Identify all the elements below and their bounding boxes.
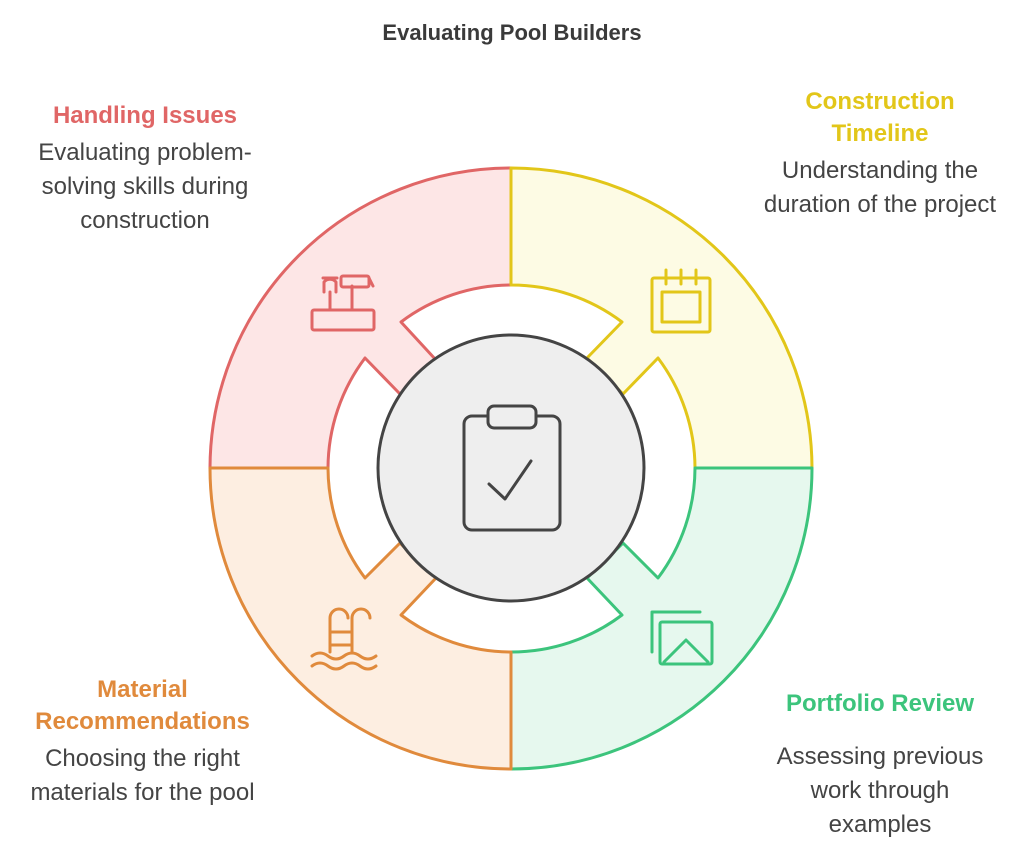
image-gallery-icon [650, 610, 714, 666]
heading-handling: Handling Issues [52, 102, 238, 129]
diagram-title: Evaluating Pool Builders [382, 20, 642, 45]
label-block-portfolio: Portfolio Review Assessing previous work… [760, 688, 1000, 842]
description-timeline: Understanding the duration of the projec… [763, 157, 997, 218]
heading-material: Material Recommendations [35, 676, 250, 735]
segment-handling [208, 166, 513, 470]
description-material: Choosing the right materials for the poo… [30, 745, 255, 806]
pool-ladder-icon [310, 607, 378, 671]
calendar-icon [650, 268, 712, 334]
label-block-timeline: Construction Timeline Understanding the … [760, 86, 1000, 222]
center-circle [376, 333, 646, 603]
heading-timeline: Construction Timeline [805, 88, 955, 147]
description-portfolio: Assessing previous work through examples [776, 743, 984, 838]
segment-portfolio [509, 466, 814, 771]
toolbox-icon [310, 274, 376, 332]
label-block-handling: Handling Issues Evaluating problem-solvi… [20, 100, 270, 238]
clipboard-check-icon [462, 404, 562, 532]
description-handling: Evaluating problem-solving skills during… [38, 139, 252, 234]
heading-portfolio: Portfolio Review [785, 690, 975, 717]
segment-material [208, 466, 513, 771]
label-block-material: Material Recommendations Choosing the ri… [15, 674, 270, 810]
